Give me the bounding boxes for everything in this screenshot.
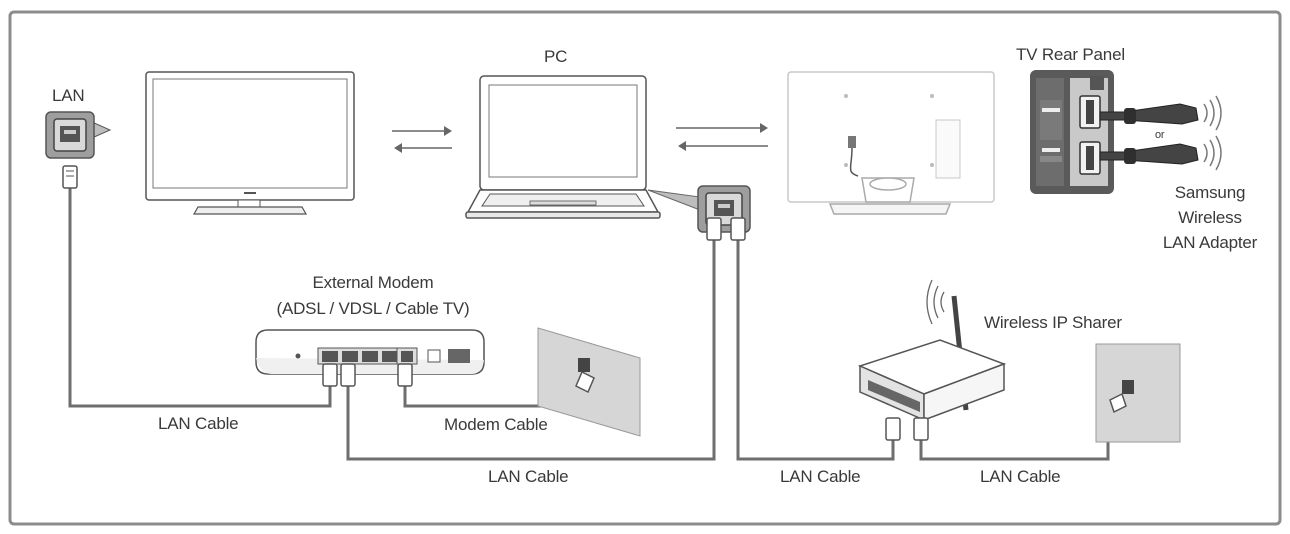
wireless-ip-sharer-label: Wireless IP Sharer [984, 313, 1122, 332]
pc-lan-port-callout [647, 185, 751, 241]
external-modem-label: External Modem (ADSL / VDSL / Cable TV) [248, 270, 498, 322]
tv-back-adapter-plug [848, 136, 859, 177]
tv-rear-panel [1030, 70, 1114, 194]
data-arrows-right [676, 123, 768, 151]
tv-left [145, 71, 355, 215]
modem-cable-label: Modem Cable [444, 415, 548, 434]
modem-label-line2: (ADSL / VDSL / Cable TV) [276, 299, 470, 318]
adapter-label-line2: Wireless [1178, 208, 1242, 227]
tv-back [787, 71, 995, 215]
tv-rear-panel-label: TV Rear Panel [1016, 45, 1125, 64]
modem-label-line1: External Modem [312, 273, 434, 292]
pc-label: PC [544, 47, 568, 66]
adapter-label-line1: Samsung [1174, 183, 1246, 202]
lan-cable-tv-to-modem [68, 188, 332, 408]
wall-outlet-right [1095, 343, 1181, 443]
wireless-lan-adapter-label: Samsung Wireless LAN Adapter [1150, 180, 1270, 255]
or-label: or [1155, 129, 1165, 141]
external-modem [255, 329, 485, 387]
wall-outlet-modem [537, 327, 641, 437]
adapter-label-line3: LAN Adapter [1162, 233, 1258, 252]
lan-cable-label-left: LAN Cable [158, 414, 239, 433]
lan-cable-label-center: LAN Cable [488, 467, 569, 486]
lan-cable-modem-to-pc [346, 238, 716, 461]
data-arrows-left [392, 126, 452, 153]
lan-cable-pc-to-sharer [736, 238, 895, 461]
lan-port-label: LAN [52, 86, 85, 105]
wireless-lan-adapters [1099, 95, 1222, 171]
cables [68, 188, 1110, 461]
laptop-pc [465, 75, 661, 219]
wireless-ip-sharer [857, 279, 1007, 441]
lan-cable-label-sharer: LAN Cable [780, 467, 861, 486]
tv-lan-port-callout [45, 111, 112, 189]
lan-cable-label-right: LAN Cable [980, 467, 1061, 486]
